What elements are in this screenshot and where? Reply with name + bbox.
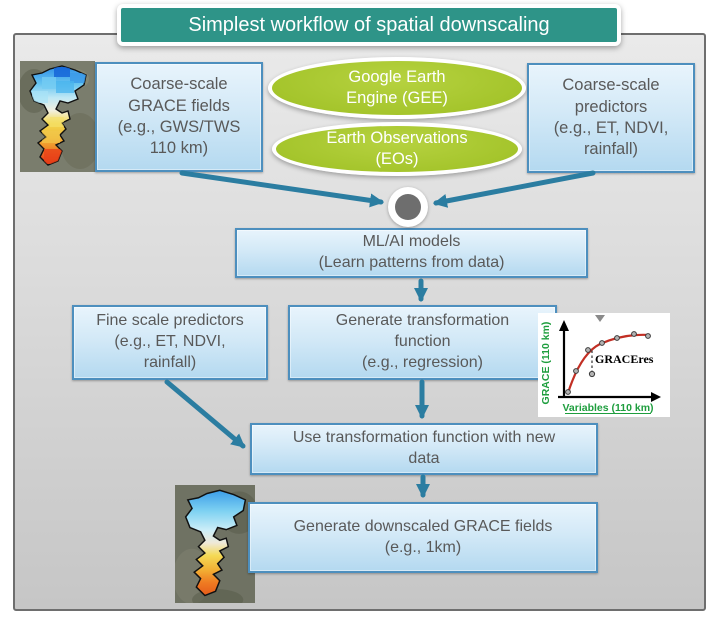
node-coarse-grace-fields: Coarse-scale GRACE fields (e.g., GWS/TWS… xyxy=(95,62,263,172)
node-ml-ai-models: ML/AI models (Learn patterns from data) xyxy=(235,228,588,278)
regression-chart-svg: GRACEres GRACE (110 km) Variables (110 k… xyxy=(538,313,670,417)
coarse-grace-map-image xyxy=(18,61,100,172)
data-points xyxy=(565,331,651,395)
node-label: Generate downscaled GRACE fields (e.g., … xyxy=(293,517,553,556)
regression-inset-chart: GRACEres GRACE (110 km) Variables (110 k… xyxy=(538,313,670,417)
downscaled-grace-map-image xyxy=(172,485,259,611)
node-use-transformation-function: Use transformation function with new dat… xyxy=(250,423,598,475)
x-axis-arrowhead-icon xyxy=(651,392,661,402)
node-generate-downscaled-grace: Generate downscaled GRACE fields (e.g., … xyxy=(248,502,598,573)
node-generate-transformation-function: Generate transformation function (e.g., … xyxy=(288,305,557,380)
chart-y-label: GRACE (110 km) xyxy=(540,322,552,405)
downscaled-map-svg xyxy=(172,485,259,611)
coarse-map-svg xyxy=(18,61,100,172)
node-label: Generate transformation function (e.g., … xyxy=(335,312,510,371)
chart-x-label: Variables (110 km) xyxy=(562,402,653,414)
merge-hub-circle xyxy=(388,187,428,227)
node-google-earth-engine: Google Earth Engine (GEE) xyxy=(268,57,526,119)
diagram-title-banner: Simplest workflow of spatial downscaling xyxy=(117,4,621,46)
node-label: Fine scale predictors (e.g., ET, NDVI, r… xyxy=(96,312,244,371)
node-fine-scale-predictors: Fine scale predictors (e.g., ET, NDVI, r… xyxy=(72,305,268,380)
node-earth-observations: Earth Observations (EOs) xyxy=(272,122,522,176)
node-label: Coarse-scale predictors (e.g., ET, NDVI,… xyxy=(553,76,669,159)
node-label: Google Earth Engine (GEE) xyxy=(346,68,448,107)
hub-dot xyxy=(395,194,421,220)
residual-annotation: GRACEres xyxy=(595,352,654,366)
page-title: Simplest workflow of spatial downscaling xyxy=(188,13,550,36)
node-label: Earth Observations (EOs) xyxy=(326,129,468,168)
node-label: ML/AI models (Learn patterns from data) xyxy=(318,233,505,271)
node-label: Use transformation function with new dat… xyxy=(292,429,556,467)
node-label: Coarse-scale GRACE fields (e.g., GWS/TWS… xyxy=(117,75,241,158)
cursor-triangle-icon xyxy=(595,315,605,322)
node-coarse-predictors: Coarse-scale predictors (e.g., ET, NDVI,… xyxy=(527,63,695,173)
y-axis-arrowhead-icon xyxy=(559,320,569,331)
